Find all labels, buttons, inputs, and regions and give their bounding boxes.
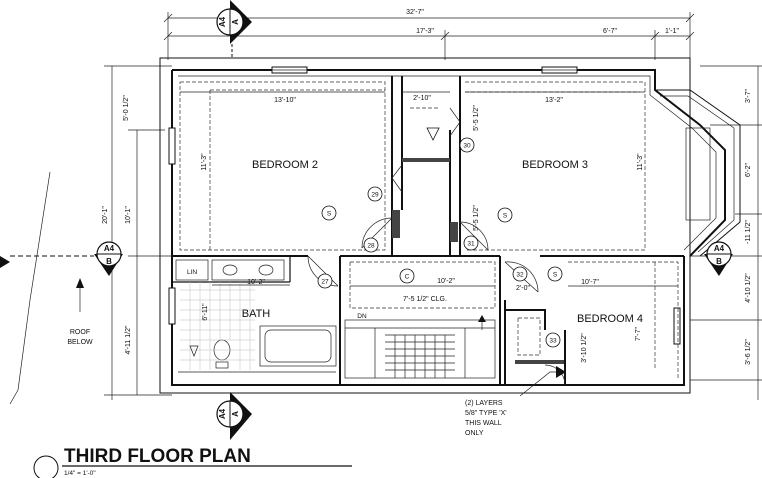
smoke-detector-icon bbox=[497, 207, 513, 223]
section-marker-bottom bbox=[216, 392, 252, 440]
smoke-detector-b4-label: S bbox=[553, 272, 558, 279]
stair-dn-label: DN bbox=[357, 313, 367, 320]
wall-note-line-4: ONLY bbox=[465, 430, 484, 437]
section-top-sheet: A4 bbox=[218, 16, 227, 27]
left-dimension-lines bbox=[104, 65, 175, 400]
drawing-title: THIRD FLOOR PLAN bbox=[64, 446, 251, 467]
door-tag-27 bbox=[317, 273, 333, 289]
dim-right-4: 4'-10 1/2" bbox=[745, 273, 752, 303]
door-tag-29 bbox=[367, 186, 383, 202]
dim-left-1: 5'-0 1/2" bbox=[123, 95, 130, 121]
note-leader-arrow bbox=[556, 366, 566, 378]
dim-b3-depth: 11'-3" bbox=[637, 153, 644, 171]
roof-below-line-2: BELOW bbox=[67, 339, 93, 346]
dim-left-4: 4'-11 1/2" bbox=[125, 325, 132, 355]
drawing-scale: 1/4" = 1'-0" bbox=[64, 470, 96, 477]
door-tag-27-label: 27 bbox=[321, 279, 329, 286]
dim-top-overall: 32'-7" bbox=[406, 9, 424, 16]
door-tag-30 bbox=[459, 137, 475, 153]
smoke-detector-b3-label: S bbox=[503, 213, 508, 220]
door-tag-29-label: 29 bbox=[371, 192, 379, 199]
door-tag-30-label: 30 bbox=[463, 143, 471, 150]
windows bbox=[168, 66, 681, 345]
section-left-letter: B bbox=[106, 257, 112, 266]
section-top-letter: A bbox=[231, 19, 240, 25]
dim-left-2: 20'-1" bbox=[102, 206, 109, 224]
section-marker-left bbox=[0, 241, 123, 276]
room-label-bedroom-2: BEDROOM 2 bbox=[252, 159, 318, 171]
co-detector-label: C bbox=[405, 274, 410, 281]
door-tag-28 bbox=[363, 237, 379, 253]
dim-closet-a: 5'-5 1/2" bbox=[473, 105, 480, 131]
interior-walls bbox=[172, 76, 684, 385]
smoke-detector-icon bbox=[321, 205, 337, 221]
dim-right-2: 6'-2" bbox=[745, 163, 752, 177]
dim-b4-width: 10'-7" bbox=[581, 279, 599, 286]
roof-below-line-1: ROOF bbox=[70, 329, 90, 336]
dim-bath-depth: 6'-11" bbox=[202, 303, 209, 321]
section-right-letter: B bbox=[716, 257, 722, 266]
section-bottom-letter: A bbox=[231, 411, 240, 417]
section-bottom-sheet: A4 bbox=[218, 408, 227, 419]
door-swings bbox=[307, 107, 566, 386]
smoke-detector-b2-label: S bbox=[327, 211, 332, 218]
dim-b2-width: 13'-10" bbox=[274, 97, 296, 104]
dim-ceiling: 7'-5 1/2" CLG. bbox=[403, 296, 447, 303]
dim-b3-width: 13'-2" bbox=[545, 97, 563, 104]
wall-note-line-1: (2) LAYERS bbox=[465, 400, 503, 407]
dim-b2-depth: 11'-3" bbox=[201, 153, 208, 171]
dim-b4-depth: 7'-7" bbox=[635, 327, 642, 341]
room-label-bedroom-3: BEDROOM 3 bbox=[522, 159, 588, 171]
dim-top-a: 17'-3" bbox=[416, 28, 434, 35]
dim-closet-b: 5'-5 1/2" bbox=[473, 205, 480, 231]
wall-note-line-2: 5/8" TYPE 'X' bbox=[465, 410, 507, 417]
smoke-detector-icon bbox=[547, 266, 563, 282]
stair-treads bbox=[344, 315, 496, 379]
section-right-sheet: A4 bbox=[714, 244, 725, 253]
right-dimension-lines bbox=[690, 65, 762, 400]
dim-right-3: -11 1/2" bbox=[745, 220, 752, 244]
bath-fixtures bbox=[175, 259, 337, 373]
room-label-linen: LIN bbox=[187, 269, 197, 276]
title-bubble bbox=[33, 455, 59, 478]
top-dimension-lines bbox=[163, 12, 695, 60]
dim-hall-width: 2'-10" bbox=[413, 95, 431, 102]
door-tag-31 bbox=[463, 235, 479, 251]
door-tag-32 bbox=[512, 266, 528, 282]
section-marker-top bbox=[216, 0, 252, 58]
section-marker-right bbox=[704, 241, 733, 276]
dim-right-1: 3'-7" bbox=[745, 89, 752, 103]
room-label-bedroom-4: BEDROOM 4 bbox=[577, 313, 643, 325]
dim-hall-length: 10'-2" bbox=[437, 278, 455, 285]
door-tag-33 bbox=[545, 332, 561, 348]
roof-edge bbox=[9, 171, 84, 405]
dim-b4-closet: 3'-10 1/2" bbox=[581, 333, 588, 363]
triangle-marker-icon bbox=[426, 127, 440, 141]
dim-closet-c: 2'-0" bbox=[516, 285, 530, 292]
door-tag-33-label: 33 bbox=[549, 338, 557, 345]
exterior-walls bbox=[159, 57, 741, 394]
dim-right-5: 3'-6 1/2" bbox=[745, 339, 752, 365]
section-left-sheet: A4 bbox=[104, 244, 115, 253]
door-tag-31-label: 31 bbox=[467, 241, 475, 248]
dim-top-c: 1'-1" bbox=[665, 28, 679, 35]
dim-bath-width: 10'-2" bbox=[247, 279, 265, 286]
door-tag-28-label: 28 bbox=[367, 243, 375, 250]
door-tag-32-label: 32 bbox=[516, 272, 524, 279]
co-detector-icon bbox=[399, 268, 415, 284]
dim-top-b: 6'-7" bbox=[603, 28, 617, 35]
wall-note-line-3: THIS WALL bbox=[465, 420, 502, 427]
room-label-bath: BATH bbox=[242, 308, 271, 320]
dim-left-3: 10'-1" bbox=[125, 206, 132, 224]
